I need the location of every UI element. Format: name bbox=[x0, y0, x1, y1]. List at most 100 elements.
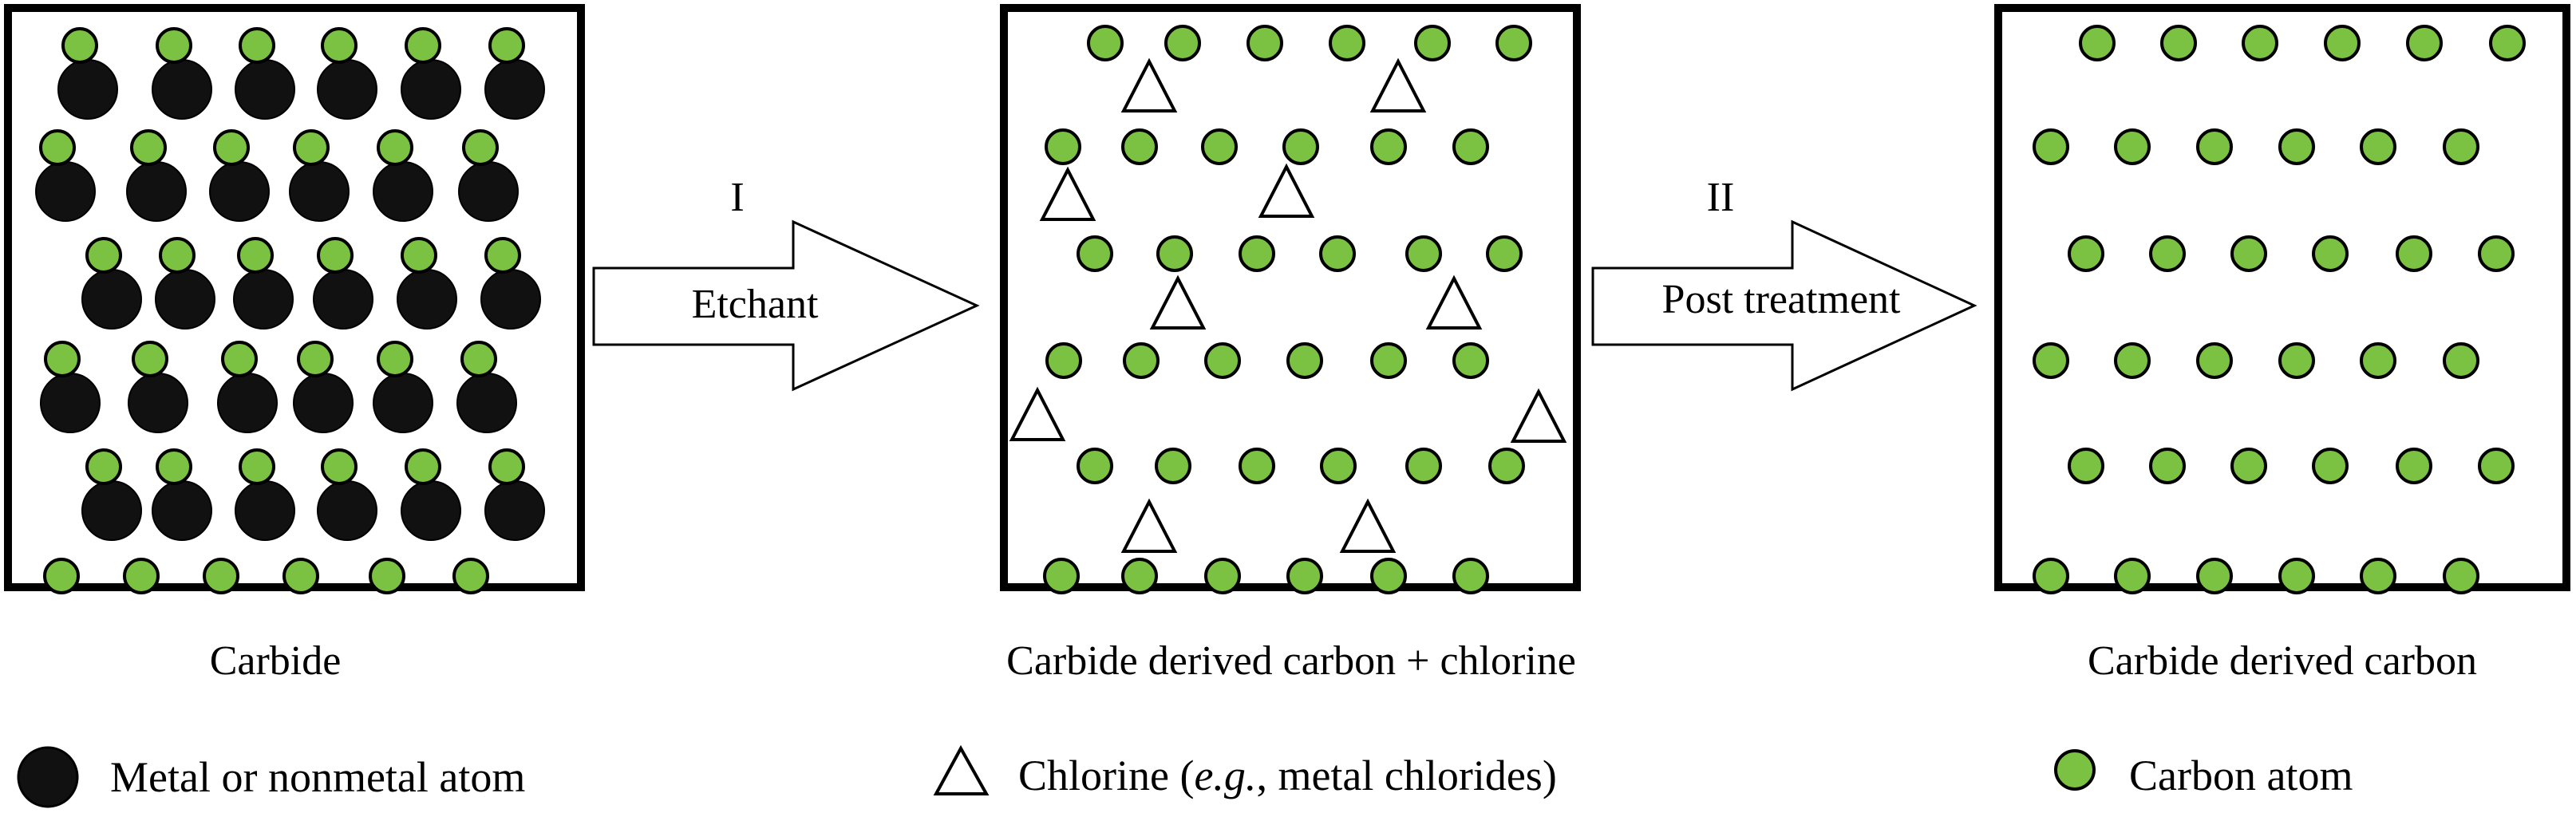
carbon-atom bbox=[484, 237, 521, 274]
carbon-atom bbox=[1247, 25, 1283, 61]
metal-atom bbox=[317, 480, 377, 541]
carbon-atom bbox=[2149, 235, 2186, 272]
carbon-atom bbox=[2196, 128, 2233, 165]
carbon-atom bbox=[221, 341, 258, 377]
carbon-atom bbox=[1282, 128, 1319, 165]
carbon-atom bbox=[1370, 558, 1407, 594]
chlorine-triangle bbox=[1039, 166, 1096, 221]
carbon-atom bbox=[1286, 342, 1323, 379]
carbon-atom bbox=[2278, 342, 2315, 379]
legend-chlorine-prefix: Chlorine ( bbox=[1018, 752, 1195, 799]
carbon-atom bbox=[2443, 342, 2479, 379]
carbon-atom bbox=[2079, 25, 2116, 61]
carbon-atom bbox=[1121, 558, 1158, 594]
step-numeral-1: I bbox=[730, 175, 745, 220]
caption-carbide: Carbide bbox=[209, 638, 342, 684]
carbon-atom bbox=[2324, 25, 2361, 61]
caption-cdc: Carbide derived carbon bbox=[2087, 638, 2478, 684]
carbon-atom bbox=[1452, 342, 1489, 379]
carbon-atom bbox=[2230, 448, 2267, 484]
metal-atom bbox=[81, 269, 142, 330]
step-label-etchant: Etchant bbox=[691, 282, 819, 327]
carbon-atom bbox=[43, 558, 80, 594]
carbon-atom bbox=[317, 237, 354, 274]
carbon-atom bbox=[2033, 558, 2069, 594]
carbon-atom bbox=[1239, 235, 1275, 272]
chlorine-triangle bbox=[1369, 57, 1427, 112]
carbon-atom bbox=[2478, 235, 2515, 272]
carbon-atom bbox=[1087, 25, 1124, 61]
caption-cdc-chlorine: Carbide derived carbon + chlorine bbox=[1006, 638, 1576, 684]
carbon-atom bbox=[460, 341, 497, 377]
arrow-post-treatment bbox=[1591, 219, 1977, 392]
carbon-atom bbox=[1320, 448, 1357, 484]
metal-atom bbox=[401, 59, 461, 120]
metal-atom bbox=[401, 480, 461, 541]
carbon-atom bbox=[159, 237, 196, 274]
carbon-atom bbox=[203, 558, 239, 594]
metal-atom bbox=[209, 161, 270, 222]
carbon-atom bbox=[2114, 558, 2151, 594]
carbon-atom bbox=[39, 129, 76, 166]
metal-atom bbox=[81, 480, 142, 541]
metal-atom bbox=[217, 373, 278, 433]
carbon-atom bbox=[2278, 128, 2315, 165]
carbon-atom bbox=[2230, 235, 2267, 272]
carbon-atom bbox=[1452, 128, 1489, 165]
step-label-post-treatment: Post treatment bbox=[1661, 277, 1901, 322]
chlorine-triangle bbox=[1120, 57, 1178, 112]
carbon-atom bbox=[282, 558, 319, 594]
carbon-atom bbox=[1156, 235, 1193, 272]
chlorine-triangle bbox=[1149, 274, 1207, 330]
carbon-atom bbox=[377, 341, 413, 377]
carbon-atom bbox=[1319, 235, 1356, 272]
carbon-atom bbox=[1452, 558, 1489, 594]
legend-chlorine-suffix: , metal chlorides) bbox=[1256, 752, 1557, 799]
carbon-atom bbox=[1045, 128, 1081, 165]
metal-atom bbox=[313, 269, 373, 330]
carbon-atom bbox=[1488, 448, 1525, 484]
carbon-atom bbox=[2478, 448, 2515, 484]
carbon-atom bbox=[61, 27, 98, 64]
carbon-atom bbox=[237, 237, 274, 274]
legend-carbon-label: Carbon atom bbox=[2129, 752, 2353, 799]
carbon-atoms bbox=[39, 25, 2526, 594]
carbon-atom bbox=[2443, 128, 2479, 165]
carbon-atom bbox=[239, 448, 275, 485]
chlorine-triangle bbox=[1510, 388, 1567, 443]
metal-atom bbox=[233, 269, 294, 330]
metal-atom bbox=[152, 59, 212, 120]
carbon-atom bbox=[85, 237, 122, 274]
carbon-atom bbox=[239, 27, 275, 64]
carbon-atom bbox=[1123, 342, 1160, 379]
legend-chlorine-eg: e.g. bbox=[1194, 752, 1257, 799]
carbon-atom bbox=[130, 129, 167, 166]
carbon-atom bbox=[405, 27, 441, 64]
carbon-atom bbox=[2068, 235, 2104, 272]
carbon-atom bbox=[2360, 558, 2396, 594]
metal-atom bbox=[235, 59, 295, 120]
carbon-atom bbox=[1414, 25, 1451, 61]
carbon-atom bbox=[2489, 25, 2526, 61]
carbon-atom bbox=[1201, 128, 1238, 165]
carbon-atom bbox=[488, 448, 525, 485]
metal-atom bbox=[35, 161, 96, 222]
carbon-atom bbox=[297, 341, 334, 377]
carbon-atom bbox=[293, 129, 330, 166]
metal-atom bbox=[484, 59, 545, 120]
carbon-atom bbox=[1204, 342, 1241, 379]
metal-atom bbox=[456, 373, 517, 433]
carbon-atom bbox=[1077, 448, 1113, 484]
legend-chlorine-icon bbox=[933, 744, 990, 795]
carbon-atom bbox=[1329, 25, 1365, 61]
carbon-atom bbox=[2360, 342, 2396, 379]
carbon-atom bbox=[1121, 128, 1158, 165]
carbon-atom bbox=[321, 448, 358, 485]
arrow-etchant bbox=[592, 219, 980, 392]
metal-atom bbox=[40, 373, 101, 433]
chlorine-triangle bbox=[1425, 274, 1483, 330]
cdc-panel bbox=[1994, 4, 2570, 591]
carbon-atom bbox=[369, 558, 405, 594]
metal-atom bbox=[397, 269, 457, 330]
metal-atom bbox=[458, 161, 519, 222]
